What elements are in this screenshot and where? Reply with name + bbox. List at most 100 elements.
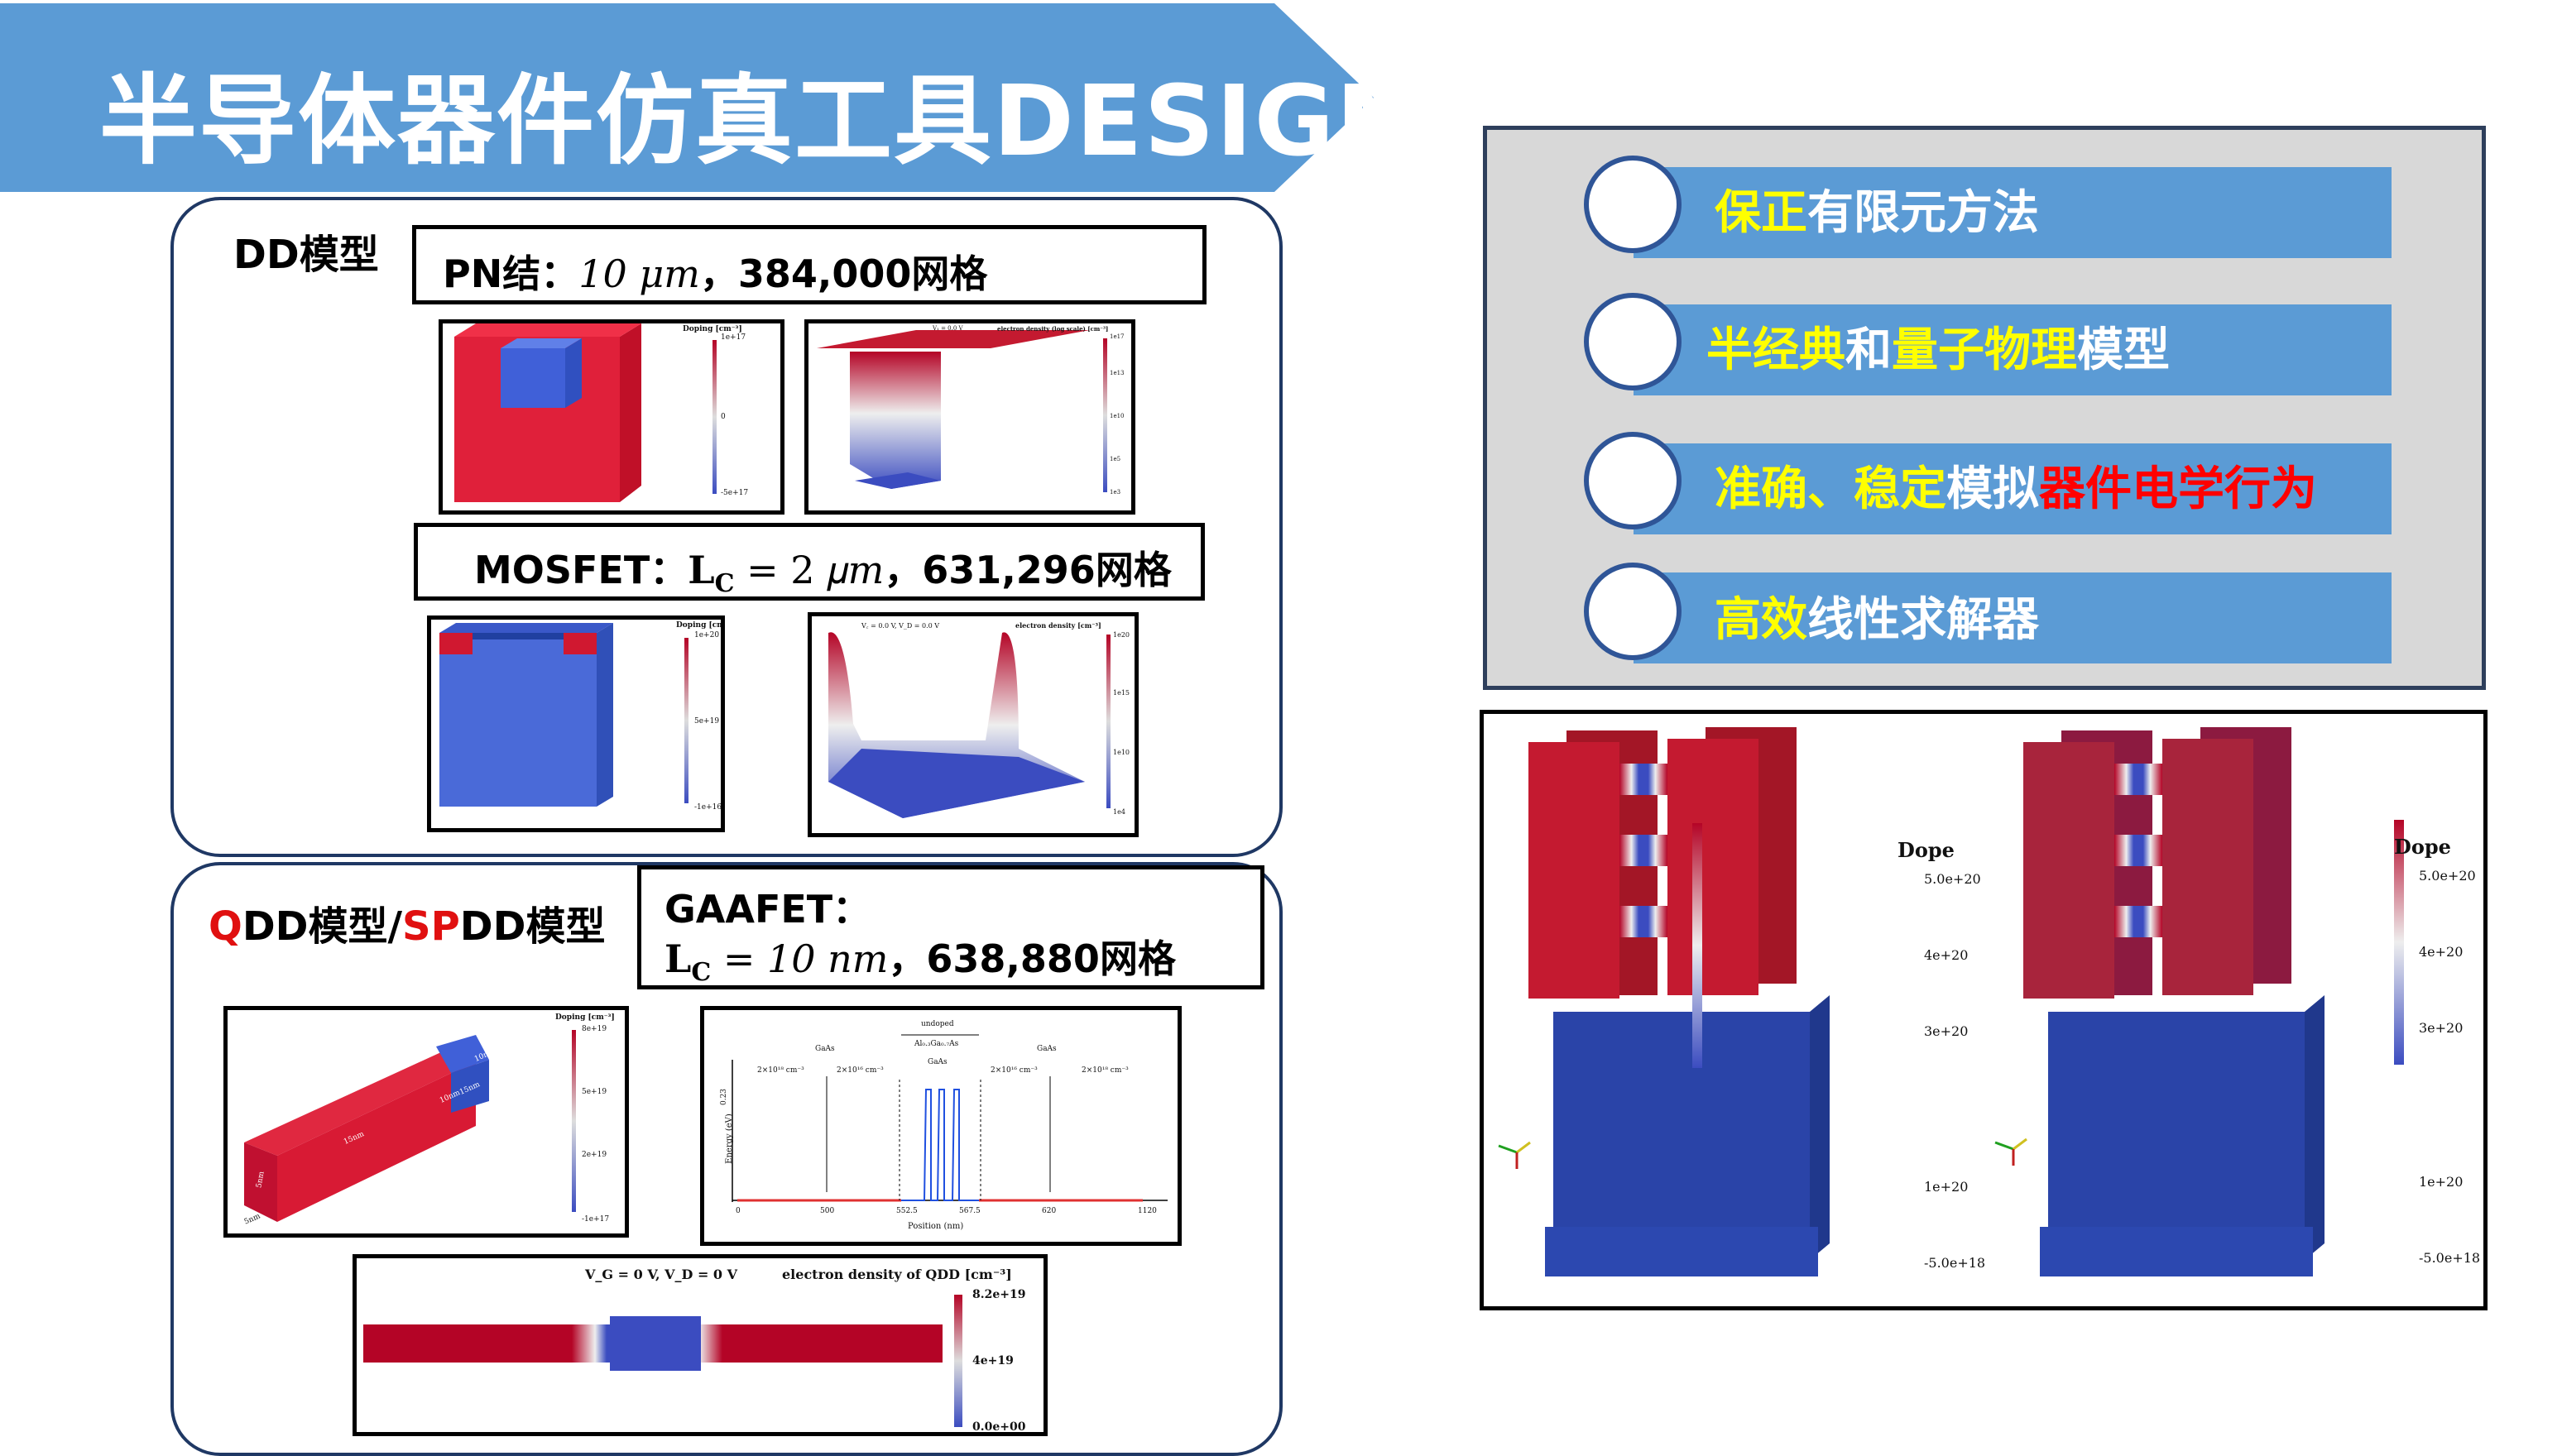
band-label: 2×10¹⁸ cm⁻³ xyxy=(757,1066,804,1075)
gaafet-title: GAAFET： xyxy=(664,887,871,932)
page-title: 半导体器件仿真工具DESIGN xyxy=(99,64,1420,178)
pn-density-tick: 1e3 xyxy=(1110,489,1121,496)
qdd-density-figure: V_G = 0 V, V_D = 0 V electron density of… xyxy=(353,1254,1048,1436)
gaafet-size: = 10 𝑛𝑚 xyxy=(711,936,889,981)
finfet-doping-figure: Dope 5.0e+20 4e+20 3e+20 1e+20 -5.0e+18 … xyxy=(1480,710,2488,1310)
finfet-right-tick: 3e+20 xyxy=(2419,1020,2464,1036)
pn-doping-tick: 1e+17 xyxy=(721,333,746,342)
mosfet-doping-tick: -1e+16 xyxy=(694,803,722,812)
mosfet-doping-cb-title: Doping [cm⁻³] xyxy=(676,621,725,630)
band-xtick: 500 xyxy=(820,1207,835,1215)
gaafet-mesh: ，638,880网格 xyxy=(888,936,1176,981)
pn-density-tick: 1e13 xyxy=(1110,370,1125,376)
finfet-right-tick: 1e+20 xyxy=(2419,1174,2464,1190)
finfet-right-tick: -5.0e+18 xyxy=(2419,1250,2481,1266)
feature-bullet-icon xyxy=(1584,293,1682,390)
band-diagram-plot xyxy=(732,1034,1168,1202)
feature-bar xyxy=(1634,167,2392,258)
band-label: GaAs xyxy=(815,1045,835,1053)
mosfet-size: = 2 𝜇𝑚 xyxy=(734,548,885,592)
pn-doping-figure: Doping [cm⁻³] 1e+17 0 -5e+17 xyxy=(439,319,784,515)
pn-doping-cb-title: Doping [cm⁻³] xyxy=(683,325,742,333)
mosfet-doping-block xyxy=(439,623,688,807)
qdd-label-part: DD模型/ xyxy=(242,903,403,950)
mosfet-density-tick: 1e15 xyxy=(1113,689,1130,697)
feature-item-fem: 保正有限元方法 xyxy=(1715,175,2039,242)
qdd-density-tick: 0.0e+00 xyxy=(972,1420,1026,1434)
feature-text: 量子物理 xyxy=(1892,323,2077,377)
pn-doping-cube xyxy=(454,323,717,502)
feature-item-accuracy: 准确、稳定模拟器件电学行为 xyxy=(1715,452,2317,519)
qdd-spdd-label: QDD模型/SPDD模型 xyxy=(209,893,606,951)
pn-label-text: PN结： xyxy=(443,251,579,296)
feature-item-models: 半经典和量子物理模型 xyxy=(1706,313,2170,380)
feature-bullet-icon xyxy=(1584,563,1682,660)
feature-bar xyxy=(1634,572,2392,663)
dd-model-label: DD模型 xyxy=(233,232,379,278)
pn-density-bias: V₁ = 0.0 V xyxy=(933,325,963,332)
pn-density-figure: V₁ = 0.0 V electron density (log scale) … xyxy=(804,319,1135,515)
gaafet-doping-figure: Doping [cm⁻³] 8e+19 5e+19 2e+19 -1e+17 1… xyxy=(223,1006,629,1238)
feature-text: 模拟 xyxy=(1946,462,2039,516)
qdd-density-tick: 8.2e+19 xyxy=(972,1288,1026,1301)
band-label: 2×10¹⁶ cm⁻³ xyxy=(837,1066,884,1075)
finfet-right-tick: 4e+20 xyxy=(2419,944,2464,960)
finfet-right-tick: 5.0e+20 xyxy=(2419,868,2476,884)
mosfet-doping-tick: 1e+20 xyxy=(694,631,720,639)
band-xtick: 567.5 xyxy=(959,1207,981,1215)
qdd-density-tick: 4e+19 xyxy=(972,1354,1014,1367)
feature-text: 半经典 xyxy=(1706,323,1845,377)
qdd-q-letter: Q xyxy=(209,903,242,950)
feature-bullet-icon xyxy=(1584,432,1682,529)
mosfet-lc-sub: C xyxy=(714,569,735,599)
feature-bullet-icon xyxy=(1584,156,1682,253)
gaafet-doping-tick: -1e+17 xyxy=(582,1215,610,1224)
feature-bar xyxy=(1634,443,2392,534)
band-xlabel: Position (nm) xyxy=(908,1222,964,1231)
band-label: 2×10¹⁶ cm⁻³ xyxy=(991,1066,1038,1075)
mosfet-label-text: MOSFET： xyxy=(474,548,688,592)
feature-text: 模型 xyxy=(2077,323,2170,377)
mosfet-density-surface xyxy=(828,632,1111,818)
mosfet-density-figure: V꜀ = 0.0 V, V_D = 0.0 V electron density… xyxy=(808,612,1139,837)
mosfet-mesh: ，631,296网格 xyxy=(884,548,1172,592)
title-banner xyxy=(0,3,1374,192)
mosfet-doping-tick: 5e+19 xyxy=(694,717,720,726)
pn-doping-tick: 0 xyxy=(721,413,726,421)
gaafet-label: GAAFET： LC = 10 𝑛𝑚，638,880网格 xyxy=(637,865,1264,989)
feature-text: 器件电学行为 xyxy=(2039,462,2317,516)
mosfet-density-cb-title: electron density [cm⁻³] xyxy=(1015,621,1101,630)
band-xtick: 1120 xyxy=(1138,1207,1157,1215)
gaafet-doping-nanowire xyxy=(244,1030,576,1222)
qdd-density-bias: V_G = 0 V, V_D = 0 V xyxy=(585,1267,738,1282)
finfet-left-tick: 4e+20 xyxy=(1924,947,1969,963)
gaafet-doping-tick: 5e+19 xyxy=(582,1088,607,1096)
pn-doping-tick: -5e+17 xyxy=(721,489,749,497)
mosfet-density-tick: 1e10 xyxy=(1113,749,1130,756)
band-label: GaAs xyxy=(928,1058,948,1066)
feature-text: 高效 xyxy=(1715,593,1807,647)
axis-triad-icon xyxy=(1994,1138,2027,1166)
band-label: 2×10¹⁸ cm⁻³ xyxy=(1082,1066,1129,1075)
gaafet-doping-tick: 8e+19 xyxy=(582,1025,607,1033)
band-ylabel: Energy (eV) xyxy=(724,1114,734,1164)
mosfet-lc: L xyxy=(688,548,715,592)
feature-text: 和 xyxy=(1845,323,1892,377)
band-xtick: 552.5 xyxy=(896,1207,918,1215)
pn-size: 10 𝜇𝑚 xyxy=(578,251,700,296)
feature-text: 保正 xyxy=(1715,186,1807,240)
mosfet-density-tick: 1e4 xyxy=(1113,808,1125,816)
spdd-label-part: DD模型 xyxy=(459,903,606,950)
finfet-left-tick: 3e+20 xyxy=(1924,1023,1969,1039)
pn-density-surface xyxy=(817,330,1107,492)
finfet-doping-render xyxy=(1528,727,2404,1276)
feature-bar xyxy=(1634,304,2392,395)
band-ytick: 0.23 xyxy=(720,1088,729,1106)
pn-density-cb-title: electron density (log scale) [cm⁻³] xyxy=(997,325,1109,333)
gaafet-lc: L xyxy=(664,936,692,981)
finfet-left-tick: -5.0e+18 xyxy=(1924,1255,1986,1271)
spdd-sp-letters: SP xyxy=(402,903,460,950)
band-label: Al₀.₃Ga₀.₇As xyxy=(914,1040,959,1048)
finfet-right-cb-title: Dope xyxy=(2394,835,2451,859)
finfet-left-tick: 1e+20 xyxy=(1924,1179,1969,1195)
